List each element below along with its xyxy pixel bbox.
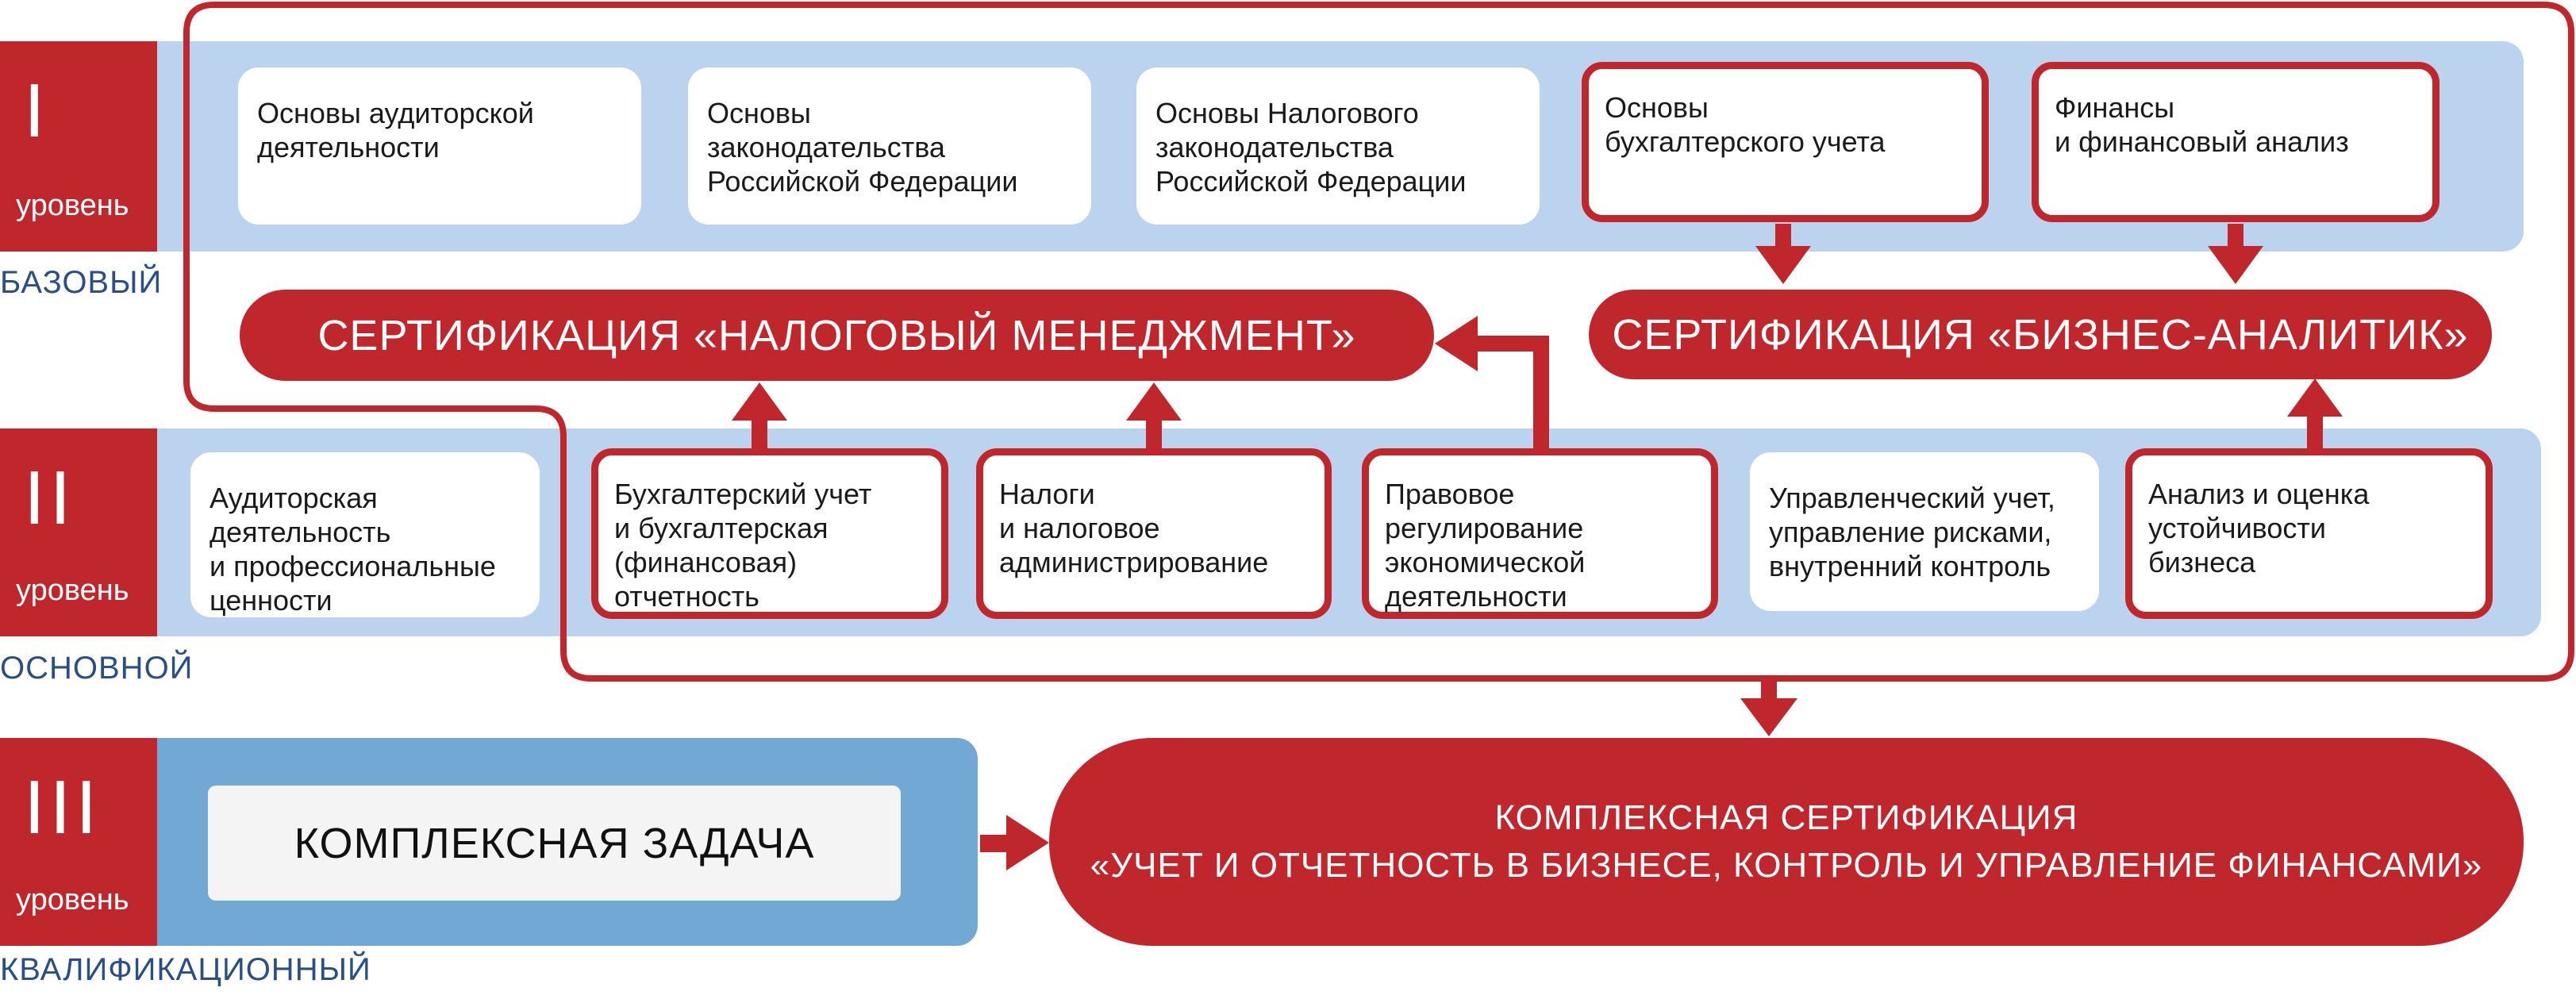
course-taxes-administration: Налоги и налоговое администрирование [976, 448, 1332, 619]
level1-name: БАЗОВЫЙ [0, 265, 163, 300]
level3-name: КВАЛИФИКАЦИОННЫЙ [0, 952, 371, 987]
level2-name: ОСНОВНОЙ [0, 651, 194, 686]
cert-business-analyst: СЕРТИФИКАЦИЯ «БИЗНЕС-АНАЛИТИК» [1589, 290, 2492, 379]
course-business-sustainability: Анализ и оценка устойчивости бизнеса [2125, 448, 2493, 619]
course-management-accounting: Управленческий учет, управление рисками,… [1750, 452, 2099, 611]
level3-word: уровень [16, 883, 129, 916]
level3-badge: III уровень [0, 738, 157, 946]
level3-numeral: III [24, 765, 102, 850]
scope-outline [183, 2, 2574, 682]
arrow-sustainability-to-business [2287, 378, 2343, 450]
complex-certification: КОМПЛЕКСНАЯ СЕРТИФИКАЦИЯ «УЧЕТ И ОТЧЕТНО… [1049, 738, 2524, 946]
course-law-basics: Основы законодательства Российской Федер… [688, 67, 1091, 225]
arrow-accounting-to-business [1755, 224, 1811, 284]
complex-task: КОМПЛЕКСНАЯ ЗАДАЧА [208, 786, 901, 901]
complex-cert-line1: КОМПЛЕКСНАЯ СЕРТИФИКАЦИЯ [1494, 798, 2078, 837]
course-audit-professional: Аудиторская деятельность и профессиональ… [190, 452, 540, 617]
cert-tax-management: СЕРТИФИКАЦИЯ «НАЛОГОВЫЙ МЕНЕДЖМЕНТ» [240, 290, 1434, 381]
arrow-task-to-complex [980, 815, 1049, 870]
level2-numeral: II [24, 455, 76, 540]
level1-badge: I уровень [0, 41, 157, 252]
level2-word: уровень [16, 574, 129, 607]
level1-word: уровень [16, 189, 129, 222]
course-finance-analysis: Финансы и финансовый анализ [2032, 62, 2440, 222]
arrow-finance-to-business [2208, 224, 2263, 284]
level2-badge: II уровень [0, 428, 157, 636]
course-accounting-basics: Основы бухгалтерского учета [1582, 62, 1989, 222]
arrow-taxes-to-tax [1126, 382, 1182, 449]
arrow-outline-to-complex [1740, 681, 1797, 736]
course-tax-law-basics: Основы Налогового законодательства Росси… [1136, 67, 1540, 225]
level1-numeral: I [24, 68, 50, 153]
arrow-reporting-to-tax [732, 382, 787, 449]
arrow-legal-to-tax [1435, 316, 1549, 448]
course-audit-basics: Основы аудиторской деятельности [238, 67, 641, 225]
course-legal-regulation: Правовое регулирование экономической дея… [1362, 448, 1718, 619]
complex-cert-line2: «УЧЕТ И ОТЧЕТНОСТЬ В БИЗНЕСЕ, КОНТРОЛЬ И… [1090, 846, 2483, 885]
course-financial-reporting: Бухгалтерский учет и бухгалтерская (фина… [591, 448, 948, 619]
